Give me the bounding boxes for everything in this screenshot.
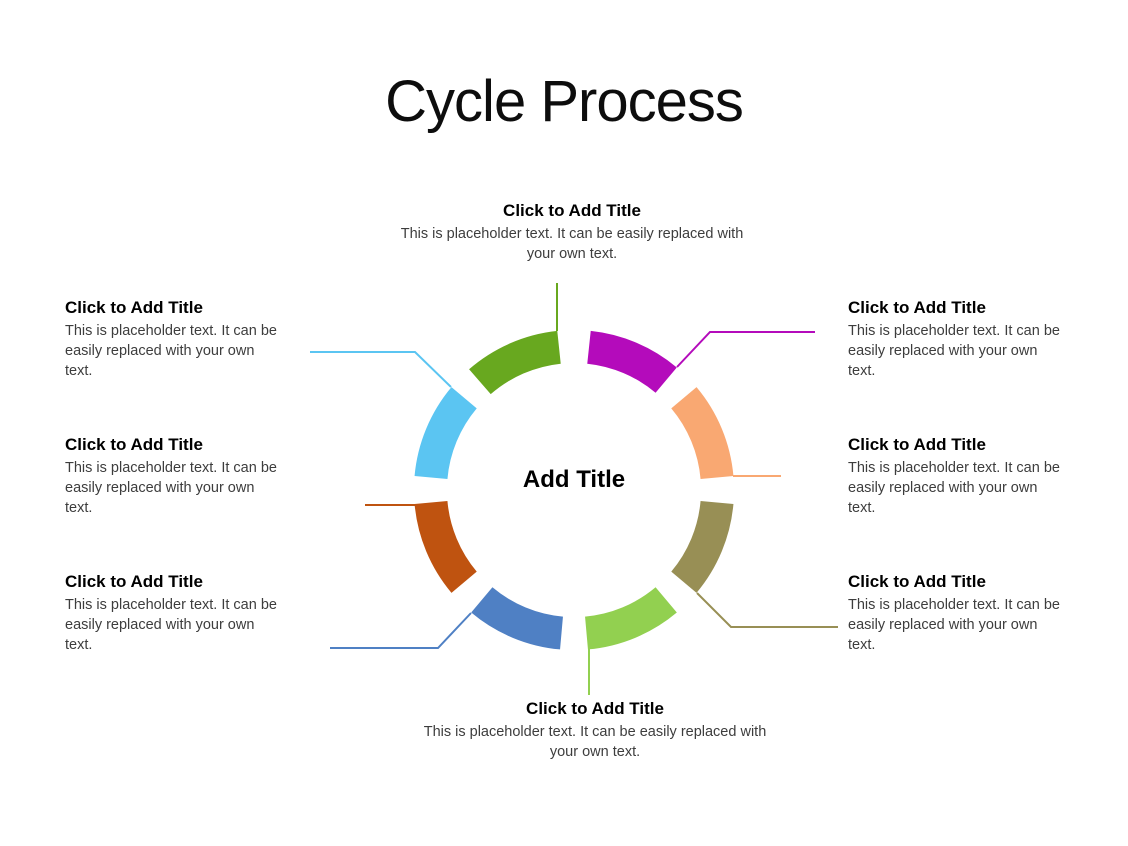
- segment-title-top[interactable]: Click to Add Title: [503, 201, 641, 220]
- arc-segment-right-lower[interactable]: [670, 500, 734, 593]
- segment-title-bottom-left[interactable]: Click to Add Title: [65, 572, 203, 591]
- segment-title-left-upper[interactable]: Click to Add Title: [65, 298, 203, 317]
- connector-line-right-lower: [696, 592, 838, 628]
- segment-title-right-lower[interactable]: Click to Add Title: [848, 572, 986, 591]
- text-block-top: Click to Add Title This is placeholder t…: [387, 200, 757, 264]
- text-block-right-upper: Click to Add Title This is placeholder t…: [848, 297, 1062, 381]
- arc-segment-left-upper[interactable]: [414, 387, 478, 480]
- text-block-right-lower: Click to Add Title This is placeholder t…: [848, 571, 1062, 655]
- segment-title-left-lower[interactable]: Click to Add Title: [65, 435, 203, 454]
- segment-body-right-lower[interactable]: This is placeholder text. It can be easi…: [848, 597, 1060, 653]
- arc-segment-left-lower[interactable]: [414, 500, 478, 593]
- segment-body-left-upper[interactable]: This is placeholder text. It can be easi…: [65, 323, 277, 379]
- segment-body-top[interactable]: This is placeholder text. It can be easi…: [400, 226, 744, 262]
- segment-body-bottom[interactable]: This is placeholder text. It can be easi…: [423, 724, 767, 760]
- segment-title-right[interactable]: Click to Add Title: [848, 435, 986, 454]
- text-block-bottom: Click to Add Title This is placeholder t…: [410, 698, 780, 762]
- connector-line-top-right: [676, 331, 815, 368]
- arc-segment-top[interactable]: [469, 330, 562, 395]
- segment-body-right[interactable]: This is placeholder text. It can be easi…: [848, 460, 1060, 516]
- center-title-placeholder[interactable]: Add Title: [522, 466, 626, 493]
- slide-title: Cycle Process: [385, 69, 744, 134]
- text-block-left-upper: Click to Add Title This is placeholder t…: [65, 297, 279, 381]
- segment-body-top-right[interactable]: This is placeholder text. It can be easi…: [848, 323, 1060, 379]
- connector-line-left-upper: [310, 351, 452, 388]
- segment-body-bottom-left[interactable]: This is placeholder text. It can be easi…: [65, 597, 277, 653]
- arc-segment-bottom-left[interactable]: [471, 586, 564, 650]
- text-block-left-lower: Click to Add Title This is placeholder t…: [65, 571, 279, 655]
- text-block-left-middle: Click to Add Title This is placeholder t…: [65, 434, 279, 518]
- arc-segment-right-upper[interactable]: [670, 387, 734, 480]
- segment-title-top-right[interactable]: Click to Add Title: [848, 298, 986, 317]
- arc-segment-bottom[interactable]: [584, 586, 677, 650]
- text-block-right-middle: Click to Add Title This is placeholder t…: [848, 434, 1062, 518]
- connector-line-bottom-left: [330, 612, 472, 649]
- arc-segment-top-right[interactable]: [586, 330, 677, 394]
- segment-body-left-lower[interactable]: This is placeholder text. It can be easi…: [65, 460, 277, 516]
- segment-title-bottom[interactable]: Click to Add Title: [526, 699, 664, 718]
